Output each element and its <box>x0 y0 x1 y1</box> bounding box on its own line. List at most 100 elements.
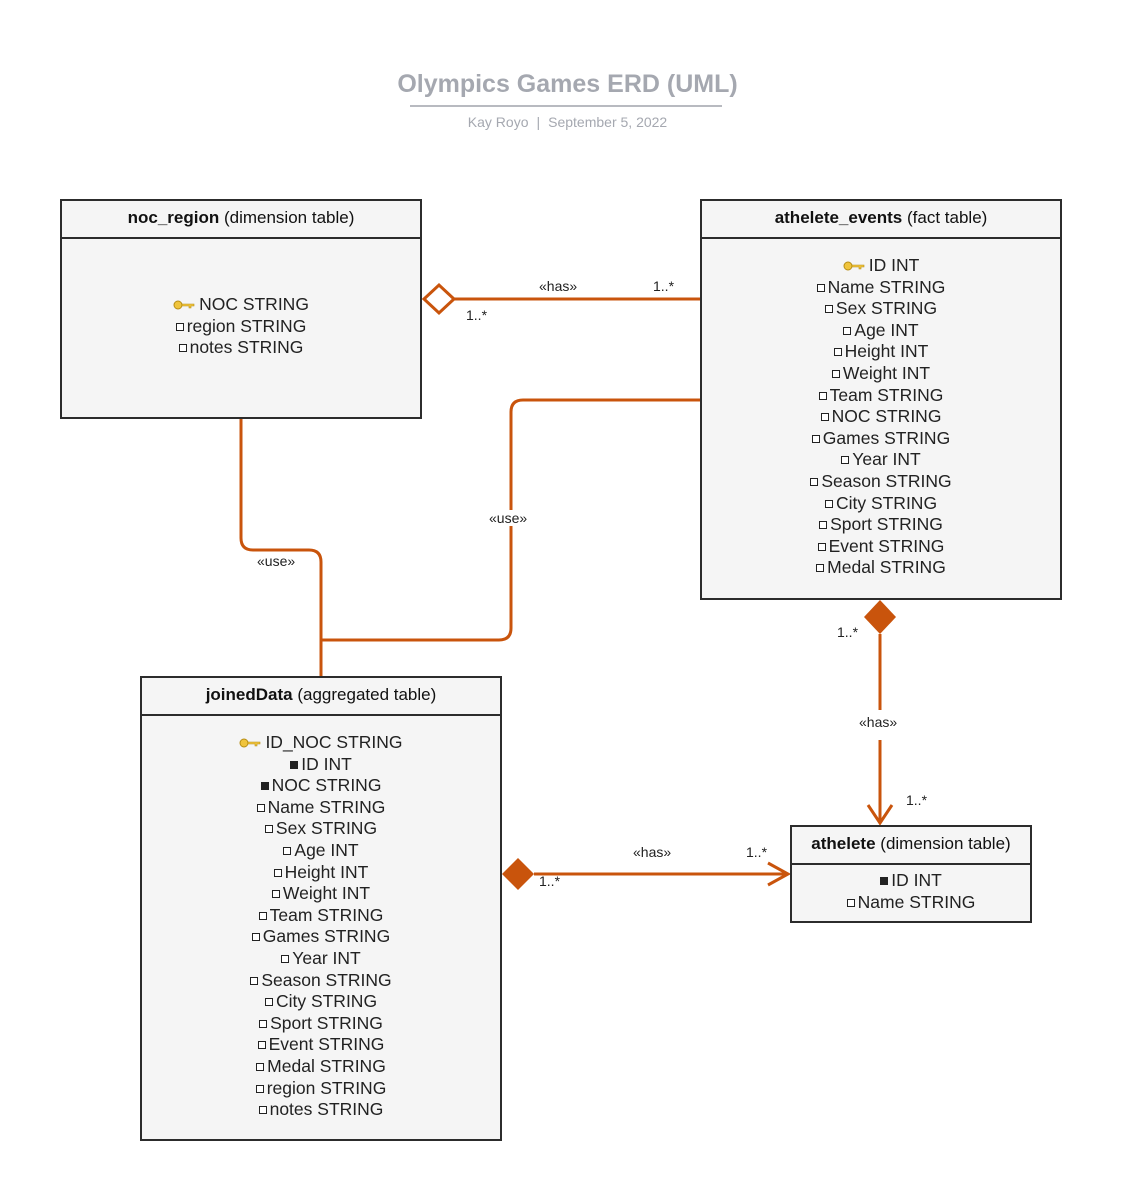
multiplicity-label: 1..* <box>746 844 768 860</box>
column-row: Year INT <box>142 948 500 970</box>
column-row: Sex STRING <box>142 818 500 840</box>
column-text: ID INT <box>891 870 942 890</box>
column-row: Sport STRING <box>702 514 1060 536</box>
attribute-icon <box>271 890 280 899</box>
diagram-title: Olympics Games ERD (UML) <box>397 70 738 98</box>
column-text: Games STRING <box>822 427 951 448</box>
table-noc-region[interactable]: noc_region (dimension table) NOC STRING … <box>60 199 422 419</box>
table-athelete-events[interactable]: athelete_events (fact table) ID INT Name… <box>700 199 1062 600</box>
title-underline <box>410 105 722 107</box>
table-name: athelete_events <box>774 208 903 227</box>
column-row: Sport STRING <box>142 1013 500 1035</box>
column-row: Weight INT <box>702 363 1060 385</box>
column-list: ID_NOC STRING ID INT NOC STRING Name STR… <box>142 732 500 1121</box>
foreign-key-icon <box>290 760 299 769</box>
table-kind: (dimension table) <box>223 208 355 227</box>
column-text: Weight INT <box>842 362 931 383</box>
attribute-icon <box>283 846 292 855</box>
attribute-icon <box>824 305 833 314</box>
table-joined-data[interactable]: joinedData (aggregated table) ID_NOC STR… <box>140 676 502 1141</box>
multiplicity-label: 1..* <box>539 873 561 889</box>
attribute-icon <box>255 1084 264 1093</box>
date: September 5, 2022 <box>548 114 668 130</box>
column-text: NOC STRING <box>199 294 309 314</box>
column-text: Name STRING <box>267 796 386 817</box>
diagram-subtitle: Kay Royo|September 5, 2022 <box>0 114 1135 130</box>
table-athelete[interactable]: athelete (dimension table) ID INT Name S… <box>790 825 1032 923</box>
column-row: City STRING <box>142 991 500 1013</box>
composition-diamond-joined <box>502 858 534 890</box>
relation-label: «has» <box>859 714 898 730</box>
column-row: Name STRING <box>142 797 500 819</box>
column-row: NOC STRING <box>702 406 1060 428</box>
connector-use-region-joined[interactable] <box>239 419 323 677</box>
column-text: ID_NOC STRING <box>265 732 403 752</box>
column-text: City STRING <box>275 991 378 1012</box>
table-header: joinedData (aggregated table) <box>142 678 500 716</box>
column-row: Season STRING <box>142 970 500 992</box>
column-row: Medal STRING <box>702 557 1060 579</box>
column-text: region STRING <box>186 315 307 336</box>
attribute-icon <box>281 954 290 963</box>
column-text: Sport STRING <box>830 514 943 535</box>
table-header: noc_region (dimension table) <box>62 201 420 239</box>
subtitle-separator: | <box>536 114 541 130</box>
column-row: Height INT <box>142 862 500 884</box>
relation-label: «use» <box>489 510 528 526</box>
column-row: Team STRING <box>702 385 1060 407</box>
column-row: region STRING <box>62 316 420 338</box>
column-text: NOC STRING <box>271 775 382 796</box>
foreign-key-icon <box>260 782 269 791</box>
column-text: City STRING <box>835 492 938 513</box>
column-text: notes STRING <box>189 337 304 358</box>
column-row: ID INT <box>142 754 500 776</box>
column-text: notes STRING <box>269 1099 384 1120</box>
column-text: Sex STRING <box>835 298 938 319</box>
attribute-icon <box>816 283 825 292</box>
table-header: athelete_events (fact table) <box>702 201 1060 239</box>
table-name: athelete <box>811 834 876 853</box>
table-kind: (aggregated table) <box>297 685 437 704</box>
column-row: ID INT <box>792 870 1030 892</box>
column-row: notes STRING <box>62 337 420 359</box>
table-kind: (dimension table) <box>880 834 1011 853</box>
attribute-icon <box>831 369 840 378</box>
key-icon <box>239 738 261 748</box>
attribute-icon <box>810 477 819 486</box>
arrowhead-events-athelete <box>866 804 894 826</box>
column-row: NOC STRING <box>62 294 420 316</box>
column-row: Event STRING <box>702 536 1060 558</box>
column-text: Year INT <box>292 947 361 968</box>
attribute-icon <box>175 322 184 331</box>
column-row: Name STRING <box>792 892 1030 914</box>
column-row: Event STRING <box>142 1034 500 1056</box>
column-text: Event STRING <box>828 535 945 556</box>
column-text: Name STRING <box>827 276 946 297</box>
table-name: joinedData <box>205 685 293 704</box>
attribute-icon <box>843 326 852 335</box>
multiplicity-label: 1..* <box>906 792 928 808</box>
multiplicity-label: 1..* <box>466 307 488 323</box>
column-text: Games STRING <box>262 926 391 947</box>
column-row: Height INT <box>702 341 1060 363</box>
aggregation-diamond <box>421 282 457 316</box>
composition-diamond-events <box>864 600 896 634</box>
attribute-icon <box>833 348 842 357</box>
column-row: Medal STRING <box>142 1056 500 1078</box>
column-row: notes STRING <box>142 1099 500 1121</box>
attribute-icon <box>273 868 282 877</box>
attribute-icon <box>818 391 827 400</box>
attribute-icon <box>251 933 260 942</box>
attribute-icon <box>258 1106 267 1115</box>
attribute-icon <box>824 499 833 508</box>
attribute-icon <box>178 344 187 353</box>
column-row: Team STRING <box>142 905 500 927</box>
column-text: Height INT <box>844 341 929 362</box>
arrowhead-joined-athelete <box>767 861 792 887</box>
column-row: NOC STRING <box>142 775 500 797</box>
column-text: Weight INT <box>282 883 371 904</box>
attribute-icon <box>256 803 265 812</box>
attribute-icon <box>820 413 829 422</box>
attribute-icon <box>264 825 273 834</box>
column-text: Medal STRING <box>267 1055 386 1076</box>
